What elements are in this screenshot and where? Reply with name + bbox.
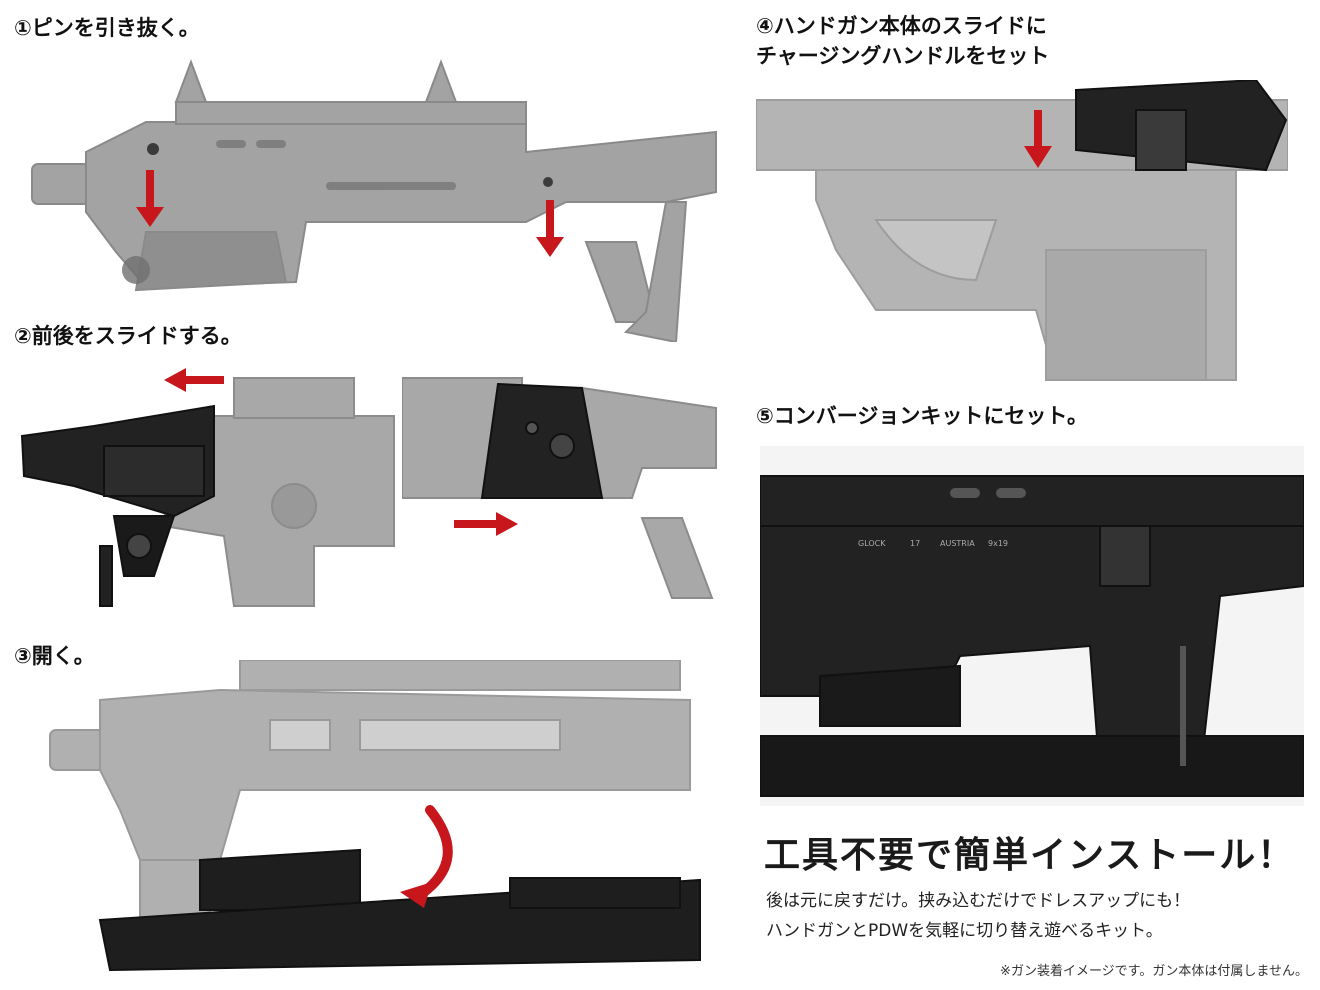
headline: 工具不要で簡単インストール！ (764, 835, 1296, 876)
red-arrow-down-icon (1024, 110, 1052, 168)
slide-brand-label: GLOCK (858, 539, 886, 548)
step1-photo (26, 52, 726, 342)
step3-photo (40, 660, 710, 980)
disclaimer-note: ※ガン装着イメージです。ガン本体は付属しません。 (1000, 964, 1308, 979)
step2-photo-rear (402, 358, 718, 602)
red-arrow-left-icon (164, 368, 224, 392)
slide-model-label: 17 (910, 539, 920, 548)
step5-title: ⑤コンバージョンキットにセット。 (756, 404, 1088, 428)
step1-title: ①ピンを引き抜く。 (14, 16, 200, 40)
description-line1: 後は元に戻すだけ。挟み込むだけでドレスアップにも！ (766, 891, 1191, 911)
red-arrow-right-icon (454, 512, 518, 536)
slide-origin-label: AUSTRIA (940, 539, 975, 548)
slide-caliber-label: 9x19 (988, 539, 1008, 548)
step2-title: ②前後をスライドする。 (14, 324, 242, 348)
step4-title-line2: チャージングハンドルをセット (756, 44, 1050, 68)
red-arrow-down-icon (136, 170, 164, 227)
step4-title-line1: ④ハンドガン本体のスライドに (756, 14, 1047, 38)
step5-photo: GLOCK 17 AUSTRIA 9x19 (760, 446, 1304, 806)
red-curved-arrow-icon (415, 805, 453, 900)
red-arrow-down-icon (536, 200, 564, 257)
step3-title: ③開く。 (14, 644, 95, 668)
step2-photo-front (14, 356, 396, 616)
step4-photo (756, 80, 1288, 390)
description: 後は元に戻すだけ。挟み込むだけでドレスアップにも！ ハンドガンとPDWを気軽に切… (766, 886, 1306, 946)
description-line2: ハンドガンとPDWを気軽に切り替え遊べるキット。 (766, 921, 1163, 941)
